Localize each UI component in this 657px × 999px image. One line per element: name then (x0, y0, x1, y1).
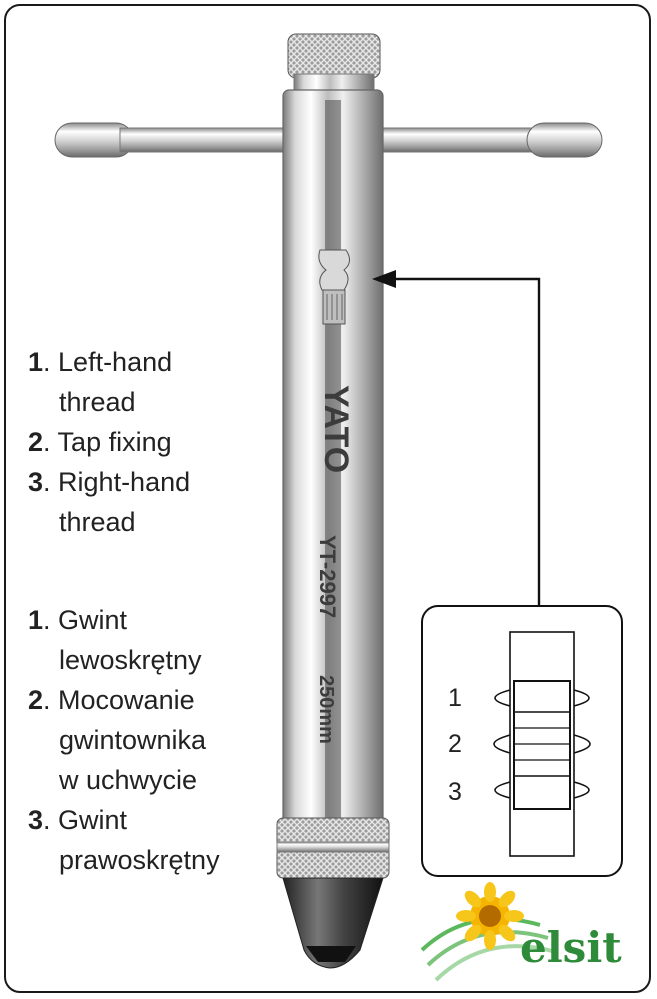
chuck-tip (282, 877, 384, 969)
legend-pl-item-1: 1. Gwint lewoskrętny (28, 605, 202, 675)
engraving: YATO YT-2997 250mm (315, 385, 355, 744)
legend-pl-item-2: 2. Mocowanie gwintownika w uchwycie (28, 685, 207, 795)
size-engraving: 250mm (315, 675, 337, 744)
tap-wrench: YATO YT-2997 250mm (54, 33, 603, 969)
pointer-arrow (372, 270, 541, 606)
legend-pl-item-3: 3. Gwint prawoskrętny (28, 805, 220, 875)
legend-item-3: 3. Right-hand thread (28, 467, 191, 537)
ratchet-switch (318, 249, 350, 325)
logo-text: elsit (520, 923, 622, 972)
legend-english: 1. Left-hand thread 2. Tap fixing 3. Rig… (28, 342, 190, 542)
legend-item-2: 2. Tap fixing (28, 427, 172, 457)
t-bar-handle (54, 122, 603, 158)
top-cap (287, 33, 381, 97)
legend-polish: 1. Gwint lewoskrętny 2. Mocowanie gwinto… (28, 600, 220, 880)
brand-engraving: YATO (317, 385, 355, 473)
image-frame (4, 4, 651, 993)
legend-item-1: 1. Left-hand thread (28, 347, 173, 417)
detail-box: 1 2 3 (421, 605, 623, 877)
detail-label-1: 1 (448, 684, 462, 712)
model-engraving: YT-2997 (315, 535, 340, 618)
flower-icon (456, 882, 524, 950)
chuck-collar (276, 817, 390, 879)
detail-label-3: 3 (448, 778, 462, 806)
detail-label-2: 2 (448, 730, 462, 758)
elsit-logo: elsit (420, 882, 622, 982)
